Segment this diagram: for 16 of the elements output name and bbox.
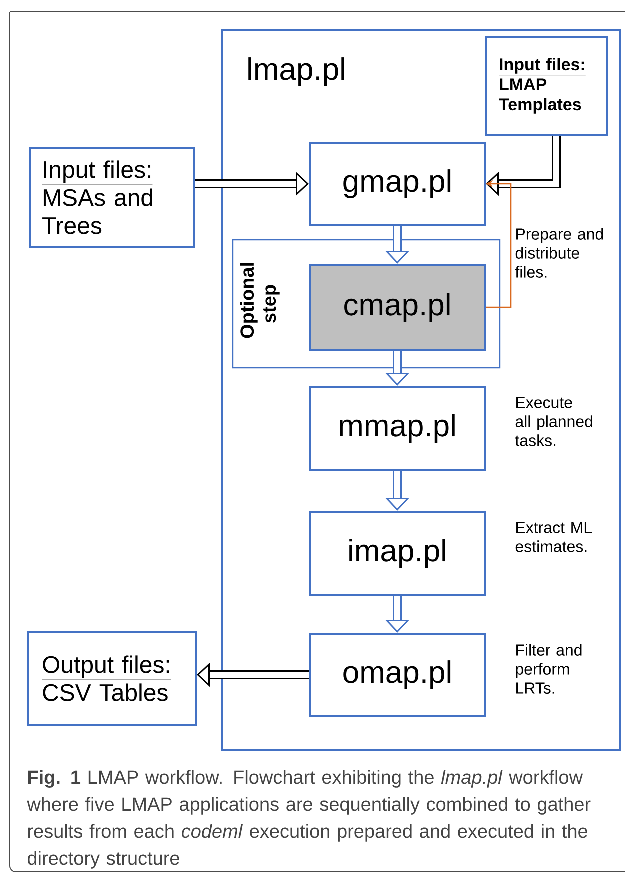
input-box: Input files: LMAP Templates [485,36,608,136]
step-note: Filter and perform LRTs. [516,644,582,694]
figure-caption: Fig. 1 LMAP workflow. Flowchart exhibiting the lmap.pl workflow where five LMAP applications are sequentially combined to gather results from each codeml execution prepared and executed in the directory structure [27,770,591,869]
step-note: Extract ML estimates. [516,522,592,552]
process-box: omap.pl [309,633,486,717]
arrow [486,136,561,196]
output-box: Output files: CSV Tables [27,631,197,726]
process-box: mmap.pl [309,386,486,471]
step-note: Execute all planned tasks. [515,397,592,446]
edge-label: Prepare and distribute files. [515,228,604,278]
input-box: Input files: MSAs and Trees [29,147,195,248]
process-box: imap.pl [309,511,486,596]
group-label: Optional step [240,263,280,338]
process-box: gmap.pl [309,142,486,226]
process-box: cmap.pl [309,264,486,351]
frame-title: lmap.pl [248,58,344,86]
